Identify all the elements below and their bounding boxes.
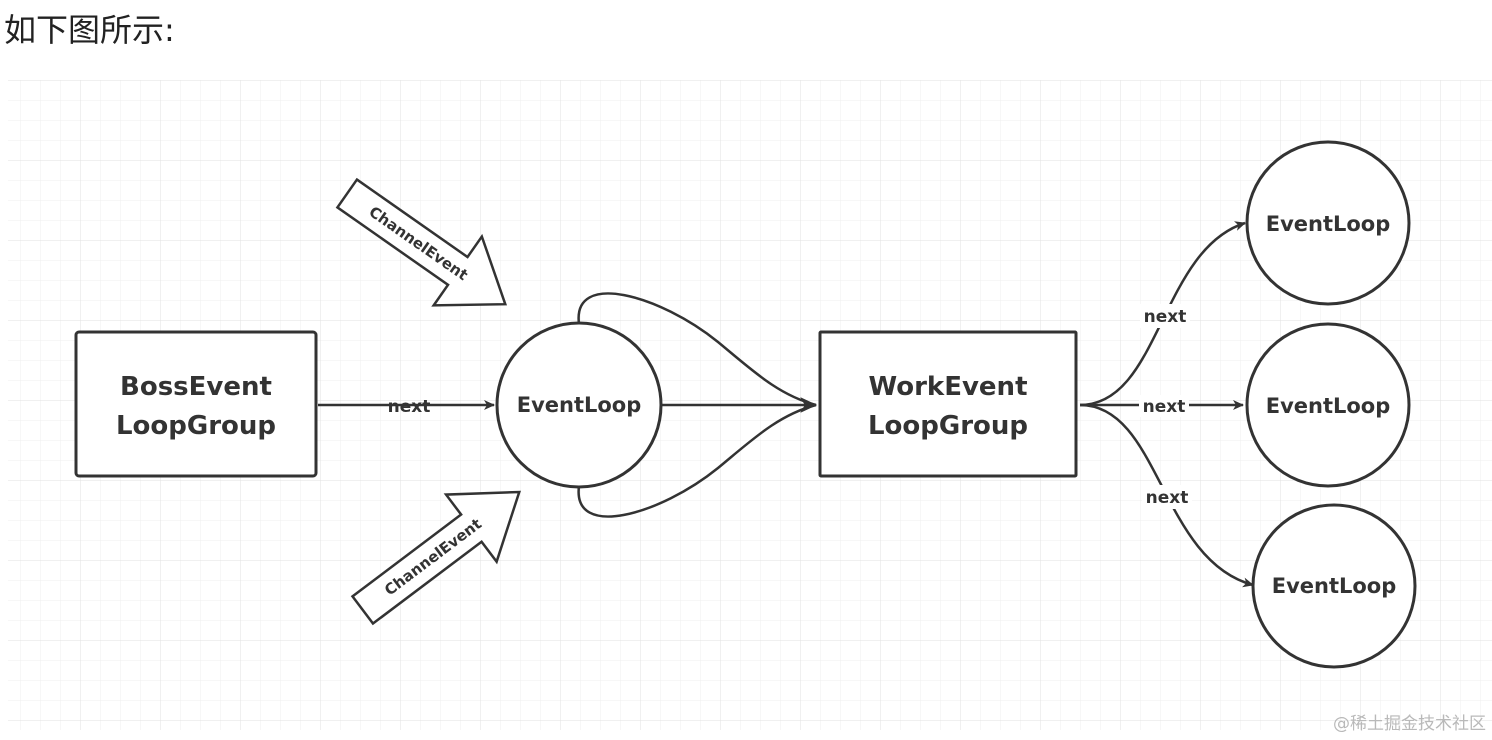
eventloop-label-mid: EventLoop	[1266, 394, 1391, 418]
edge-label-boss-next: next	[388, 397, 431, 417]
work-event-loop-group-box	[818, 330, 1078, 478]
edge-label-mid-next: next	[1143, 397, 1186, 417]
eventloop-label-bottom: EventLoop	[1272, 574, 1397, 598]
edge-label-top-next: next	[1144, 307, 1187, 327]
boss-event-loop-group-box	[74, 330, 318, 478]
edge-label-bottom-bg	[1142, 485, 1192, 509]
eventloop-node-bottom	[1251, 503, 1417, 669]
edge-label-top-bg	[1140, 304, 1190, 328]
eventloop-node-top	[1245, 140, 1411, 306]
eventloop-node-mid	[1245, 322, 1411, 488]
boss-group-label-line2: LoopGroup	[116, 411, 276, 441]
work-group-label-line1: WorkEvent	[868, 372, 1027, 402]
watermark-text: @稀土掘金技术社区	[1333, 714, 1486, 734]
boss-group-label-line1: BossEvent	[120, 372, 272, 402]
architecture-diagram: BossEvent LoopGroup next EventLoop WorkE…	[0, 80, 1492, 730]
eventloop-label-top: EventLoop	[1266, 212, 1391, 236]
edge-label-bottom-next: next	[1146, 488, 1189, 508]
intro-text: 如下图所示:	[4, 11, 175, 49]
work-group-label-line2: LoopGroup	[868, 411, 1028, 441]
center-eventloop-label: EventLoop	[517, 393, 642, 417]
diagram-canvas: BossEvent LoopGroup next EventLoop WorkE…	[8, 80, 1492, 730]
edge-label-mid-bg	[1139, 395, 1189, 417]
edge-eventloop-loop-top	[577, 292, 817, 407]
edge-eventloop-loop-bottom	[577, 403, 817, 518]
